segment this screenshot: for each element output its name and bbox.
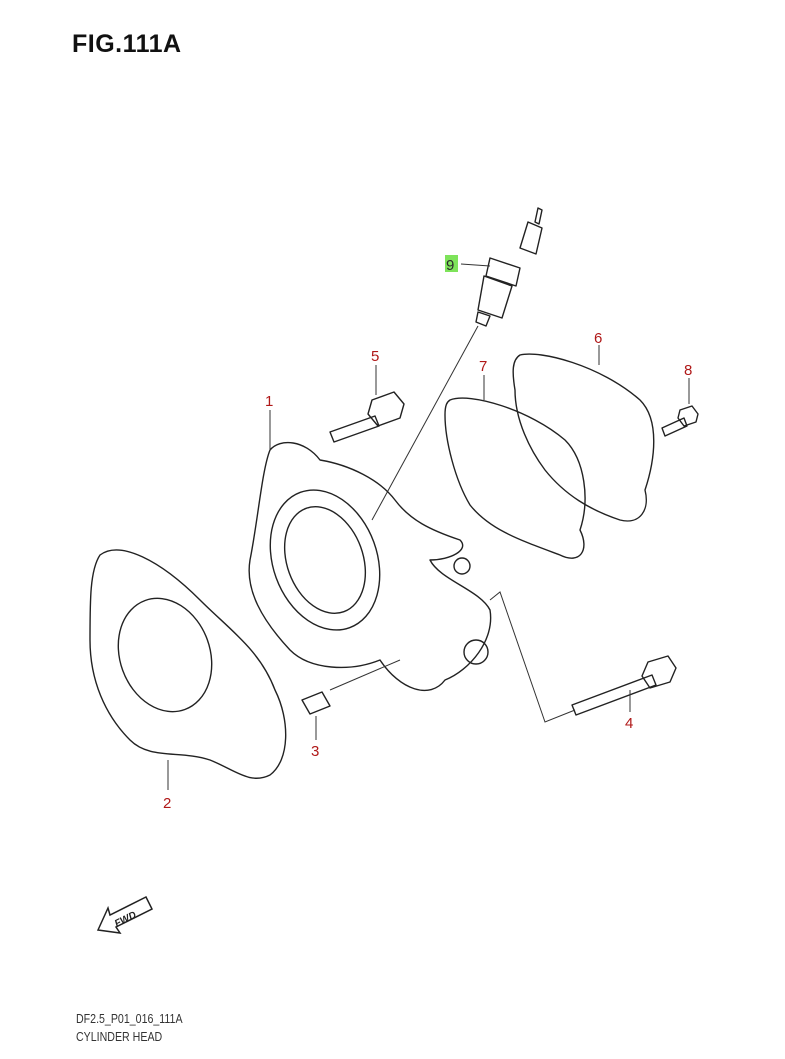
- callout-8[interactable]: 8: [684, 362, 692, 379]
- cylinder-head-part[interactable]: [248, 410, 492, 691]
- cover-part[interactable]: [512, 345, 655, 522]
- figure-footer: DF2.5_P01_016_111A CYLINDER HEAD: [76, 1010, 183, 1046]
- callout-3[interactable]: 3: [311, 743, 319, 760]
- dowel-pin-part[interactable]: [301, 659, 401, 740]
- callout-9[interactable]: 9: [446, 257, 454, 274]
- callout-6[interactable]: 6: [594, 330, 602, 347]
- callout-7[interactable]: 7: [479, 358, 487, 375]
- callout-5[interactable]: 5: [371, 348, 379, 365]
- diagram-code: DF2.5_P01_016_111A: [76, 1012, 183, 1026]
- bolt-part[interactable]: [329, 365, 405, 443]
- callout-4[interactable]: 4: [625, 715, 633, 732]
- head-gasket-part[interactable]: [89, 549, 287, 790]
- figure-title: FIG.111A: [72, 30, 182, 58]
- small-bolt-part[interactable]: [661, 378, 699, 437]
- cover-gasket-part[interactable]: [444, 375, 586, 559]
- callout-1[interactable]: 1: [265, 393, 273, 410]
- diagram-name: CYLINDER HEAD: [76, 1030, 163, 1044]
- fwd-arrow-icon: FWD: [96, 895, 154, 934]
- long-bolt-part[interactable]: [489, 591, 677, 723]
- spark-plug-part[interactable]: [371, 207, 543, 521]
- callout-2[interactable]: 2: [163, 795, 171, 812]
- callout-9-highlight: [445, 255, 458, 272]
